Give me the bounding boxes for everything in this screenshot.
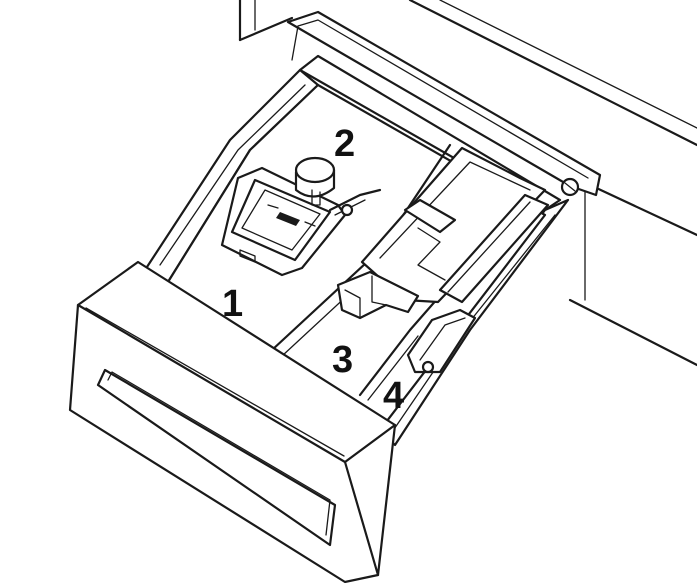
callout-labels: 1 2 3 4	[222, 123, 404, 417]
callout-4: 4	[383, 375, 404, 417]
appliance-housing	[238, 0, 697, 367]
softener-siphon-assembly	[220, 156, 382, 277]
drawer-front-panel	[68, 260, 397, 583]
callout-2: 2	[334, 123, 355, 165]
detergent-inserts	[336, 146, 550, 374]
drawer-back-frame	[286, 10, 602, 197]
callout-3: 3	[332, 339, 353, 381]
callout-1: 1	[222, 283, 243, 325]
